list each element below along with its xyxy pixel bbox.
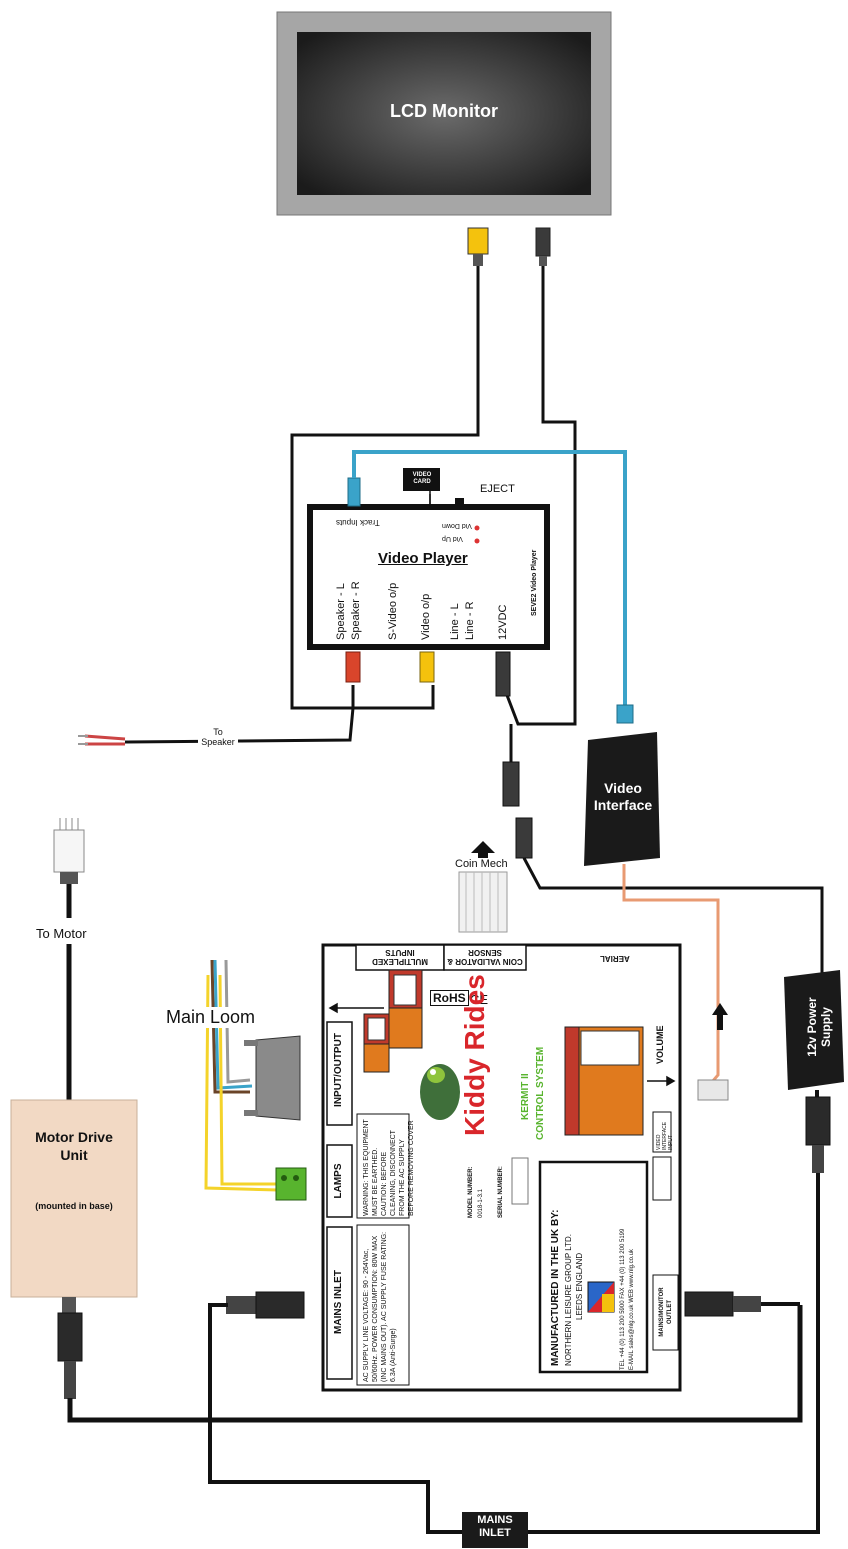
to-speaker-label: To Speaker bbox=[198, 727, 238, 747]
port-s-video: S-Video o/p bbox=[387, 582, 399, 640]
manufacturer-city: LEEDS ENGLAND bbox=[575, 1252, 584, 1320]
dc-power-plug bbox=[535, 227, 551, 266]
player-plugs bbox=[345, 477, 511, 697]
to-motor-label: To Motor bbox=[36, 926, 87, 941]
port-speaker-l: Speaker - L bbox=[335, 583, 347, 640]
coin-mech-label: Coin Mech bbox=[455, 858, 508, 870]
aerial-label: AERIAL bbox=[600, 954, 630, 963]
motor-mains-cable bbox=[67, 1305, 803, 1423]
main-loom bbox=[204, 959, 279, 1192]
motor-drive-title: Motor Drive Unit bbox=[35, 1129, 113, 1163]
vid-up-label: Vid Up bbox=[442, 535, 463, 542]
video-player-box bbox=[307, 468, 550, 650]
coin-mech-connector bbox=[458, 841, 508, 933]
manufacturer-title: MANUFACTURED IN THE UK BY: bbox=[550, 1209, 561, 1366]
connector-blocks bbox=[363, 969, 644, 1136]
speaker-wire-ends bbox=[78, 734, 126, 746]
box-mains-outlet-plug bbox=[684, 1291, 800, 1317]
power-supply-box bbox=[784, 970, 844, 1173]
speaker-cable bbox=[124, 707, 355, 744]
coin-validator-label: COIN VALIDATOR & SENSOR bbox=[447, 948, 523, 966]
rca-video-plug bbox=[467, 227, 489, 266]
db25-connector bbox=[244, 1035, 301, 1121]
arrow-up-icon bbox=[712, 1003, 728, 1030]
ac-supply-text: AC SUPPLY LINE VOLTAGE: 90 - 264Vac, 50/… bbox=[363, 1231, 397, 1382]
mains-inlet-cable bbox=[208, 1303, 462, 1534]
system-sub: CONTROL SYSTEM bbox=[535, 1046, 546, 1140]
track-inputs-label: Track Inputs bbox=[336, 518, 380, 527]
s-video-plug bbox=[616, 704, 634, 724]
input-output-label: INPUT/OUTPUT bbox=[333, 1033, 344, 1107]
eject-label: EJECT bbox=[480, 483, 515, 495]
video-interface-input-label: VIDEO INTERFACE INPUT bbox=[656, 1121, 674, 1150]
video-player-title: Video Player bbox=[378, 550, 468, 567]
multiplexed-inputs-label: MULTIPLEXED INPUTS bbox=[372, 948, 428, 966]
video-interface-box bbox=[584, 732, 660, 866]
system-name: KERMIT II bbox=[520, 1073, 531, 1120]
mains-monitor-outlet-label: MAINS/MONITOR OUTLET bbox=[659, 1287, 673, 1337]
manufacturer-web: E-MAIL sales@nlg.co.uk WEB www.nlg.co.uk bbox=[629, 1249, 635, 1370]
model-number-value: 0018-1-3.1 bbox=[478, 1188, 484, 1218]
motor-mains-plug bbox=[57, 1297, 83, 1399]
brand-logo bbox=[420, 1064, 460, 1120]
main-loom-label: Main Loom bbox=[166, 1007, 256, 1028]
box-mains-inlet-plug bbox=[226, 1291, 305, 1319]
video-interface-plug bbox=[697, 1079, 729, 1101]
vid-down-label: Vid Down bbox=[442, 522, 472, 529]
internal-arrows bbox=[328, 494, 676, 1087]
ce-mark: CE bbox=[470, 992, 489, 1007]
mains-inlet-box bbox=[462, 1512, 528, 1548]
mains-inlet-label: MAINS INLET bbox=[477, 1514, 513, 1539]
player-model-label: SEVE2 Video Player bbox=[531, 549, 538, 616]
warning-text: WARNING: THIS EQUIPMENT MUST BE EARTHED.… bbox=[363, 1119, 415, 1216]
port-line-r: Line - R bbox=[464, 601, 476, 640]
video-interface-cable bbox=[622, 864, 720, 1083]
power-cable bbox=[509, 724, 824, 975]
power-supply-label: 12v Power Supply bbox=[805, 997, 833, 1057]
port-line-l: Line - L bbox=[449, 603, 461, 640]
port-video-op: Video o/p bbox=[420, 593, 432, 640]
manufacturer-name: NORTHERN LEISURE GROUP LTD. bbox=[564, 1233, 573, 1366]
port-speaker-r: Speaker - R bbox=[350, 581, 362, 640]
mains-inlet-section-label: MAINS INLET bbox=[333, 1270, 344, 1334]
dc-inline-connectors bbox=[502, 761, 533, 859]
port-12vdc: 12VDC bbox=[497, 604, 509, 640]
motor-plug bbox=[53, 818, 85, 884]
motor-drive-box bbox=[10, 1099, 138, 1298]
lamp-terminal-block bbox=[275, 1167, 307, 1201]
psu-mains-cable bbox=[443, 1173, 820, 1534]
manufacturer-logo bbox=[587, 1281, 615, 1313]
video-interface-label: Video Interface bbox=[593, 780, 653, 813]
model-number-label: MODEL NUMBER: bbox=[468, 1166, 474, 1218]
motor-drive-note: (mounted in base) bbox=[35, 1201, 113, 1211]
manufacturer-contact: TEL +44 (0) 113 200 5900 FAX +44 (0) 113… bbox=[620, 1228, 626, 1370]
s-video-cable bbox=[352, 450, 627, 708]
serial-number-label: SERIAL NUMBER: bbox=[498, 1166, 504, 1218]
volume-label: VOLUME bbox=[655, 1025, 665, 1064]
lamps-label: LAMPS bbox=[333, 1163, 344, 1199]
brand-name: Kiddy Rides bbox=[459, 974, 490, 1136]
lcd-monitor bbox=[276, 11, 612, 216]
lcd-monitor-label: LCD Monitor bbox=[390, 101, 498, 121]
black-cables bbox=[290, 262, 577, 726]
rohs-mark: RoHS bbox=[430, 990, 469, 1006]
video-card-label: VIDEO CARD bbox=[412, 472, 432, 485]
